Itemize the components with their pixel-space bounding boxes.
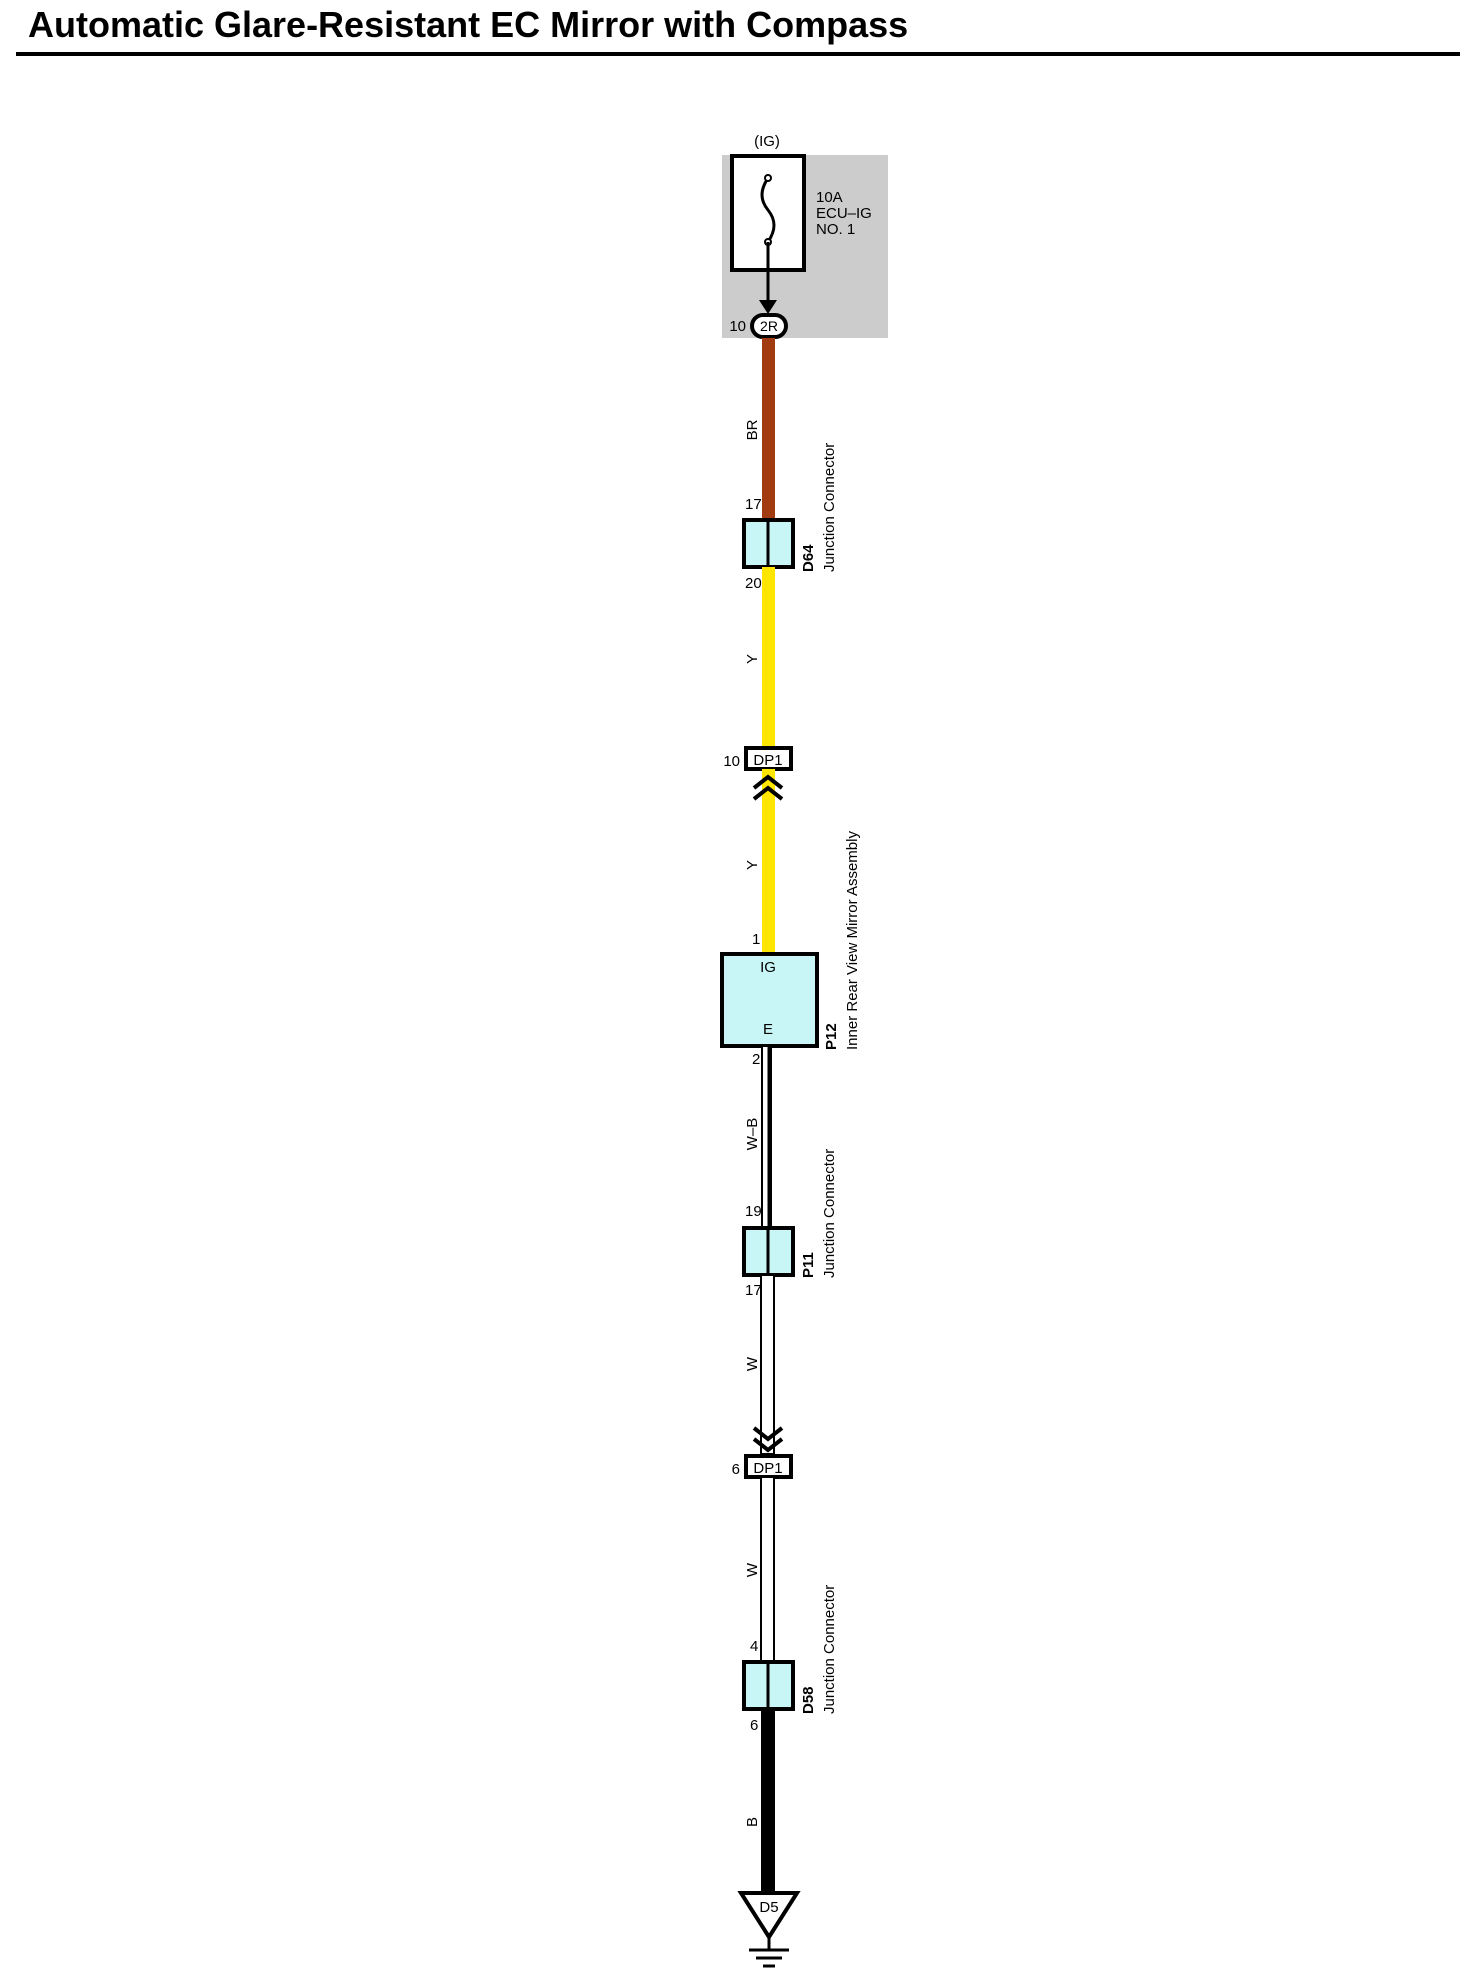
power-source-label: (IG) [754,133,780,150]
wire-wb-label: W–B [744,1118,761,1151]
ground-triangle-icon [737,1891,801,1941]
mirror-body [720,952,819,1048]
wire-b: B [744,1709,775,1895]
junction-d64-pin-out: 20 [745,575,762,592]
wire-y-lower-label: Y [744,860,761,870]
junction-d58-pin-out: 6 [750,1717,758,1734]
dp1-lower-chevron-icon [752,1426,784,1453]
wire-wb: W–B [744,1045,772,1229]
junction-d58-name: Junction Connector [821,1585,838,1714]
wire-w-upper-line [760,1274,775,1455]
ground-id: D5 [759,1899,778,1916]
wire-w-lower: W [744,1476,775,1663]
fuse-block: (IG) 10A ECU–IG NO. 1 2R 10 [722,133,888,339]
mirror-pin-ig: 1 [752,931,760,948]
fuse-connector-label: 2R [760,318,778,334]
mirror-terminal-ig: IG [760,959,776,976]
wire-b-line [761,1709,775,1895]
fuse-rating: 10A [816,189,843,206]
mirror-pin-e: 2 [752,1051,760,1068]
junction-p11-pin-out: 17 [745,1282,762,1299]
fuse-arrow-icon [759,300,777,314]
dp1-lower-pin: 6 [732,1461,740,1478]
fuse-name-line2: NO. 1 [816,221,855,238]
ground-d5: D5 [737,1891,801,1968]
junction-d64-id: D64 [800,544,817,572]
mirror-terminal-e: E [763,1021,773,1038]
junction-p11-pin-in: 19 [745,1203,762,1220]
fuse-element-icon [760,177,776,243]
dp1-upper-id: DP1 [753,752,782,769]
inline-connector-dp1-upper: 10 DP1 Y [723,746,793,954]
junction-d64-name: Junction Connector [821,443,838,572]
wire-w-lower-label: W [744,1562,761,1577]
junction-d58-id: D58 [800,1686,817,1714]
wire-br-line [762,338,775,520]
fuse-connector-pin: 10 [729,318,746,335]
wire-b-label: B [744,1817,761,1827]
junction-d58: 4 6 D58 Junction Connector [742,1585,838,1734]
mirror-id: P12 [823,1023,840,1050]
dp1-lower-id: DP1 [753,1460,782,1477]
inline-connector-dp1-lower: 6 DP1 [732,1454,793,1479]
wire-w-upper: W [744,1274,784,1455]
junction-d64-pin-in: 17 [745,496,762,513]
fuse-terminal-top [764,174,772,182]
wire-w-lower-line [760,1476,775,1663]
title-rule [16,52,1460,56]
junction-p11-id: P11 [800,1252,817,1278]
wire-y-upper: Y [744,567,775,746]
junction-d58-pin-in: 4 [750,1638,758,1655]
dp1-upper-pin: 10 [723,753,740,770]
wire-br: BR [744,338,775,520]
junction-p11: 19 17 P11 Junction Connector [742,1149,838,1299]
junction-p11-name: Junction Connector [821,1149,838,1278]
wire-y-upper-label: Y [744,654,761,664]
junction-d64: 17 20 D64 Junction Connector [742,443,838,592]
fuse-connector-2r [750,313,788,339]
wire-w-upper-label: W [744,1356,761,1371]
wire-y-upper-line [762,567,775,746]
mirror-name: Inner Rear View Mirror Assembly [844,831,861,1050]
mirror-p12: 1 IG E 2 P12 Inner Rear View Mirror Asse… [720,831,861,1068]
page-title: Automatic Glare-Resistant EC Mirror with… [28,4,909,45]
fuse-name-line1: ECU–IG [816,205,872,222]
wire-y-lower-line [762,769,775,954]
wire-br-label: BR [744,419,761,440]
dp1-upper-chevron-icon [752,774,784,801]
